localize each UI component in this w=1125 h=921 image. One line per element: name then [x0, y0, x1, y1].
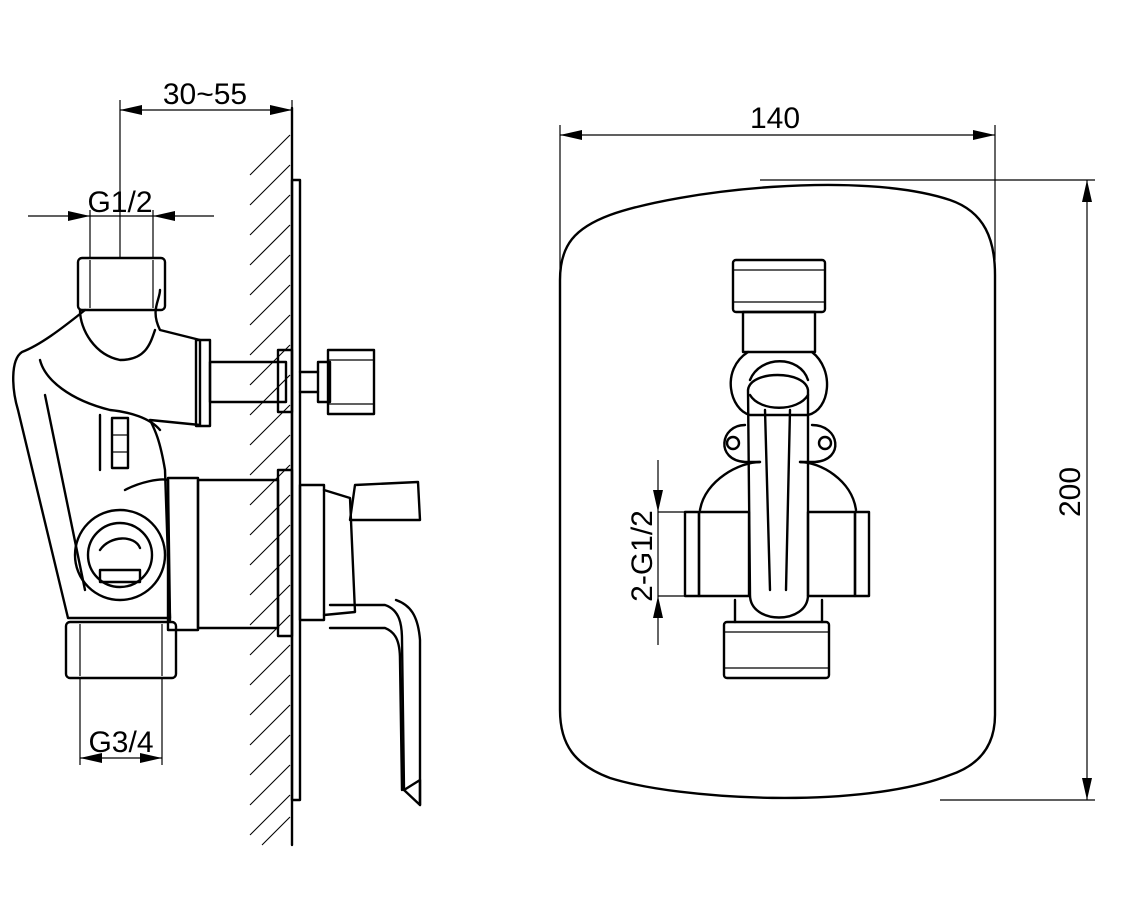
dim-height-label: 200 [1054, 467, 1087, 517]
dim-top-inlet: G1/2 [28, 186, 214, 258]
front-view [558, 183, 997, 800]
left-inlet-port [683, 510, 701, 598]
side-view [12, 106, 422, 847]
top-inlet-nut-side [76, 256, 167, 312]
dim-side-inlets-label: 2-G1/2 [626, 510, 659, 602]
wall-hatching [249, 106, 294, 847]
cover-plate-front [558, 183, 997, 800]
bottom-port-ring [73, 508, 167, 602]
lever-handle-side [348, 480, 422, 522]
dim-width: 140 [559, 102, 996, 280]
mounting-ears [723, 423, 837, 464]
bottom-outlet-nut-side [64, 620, 178, 680]
top-inlet-nut-front [731, 258, 827, 314]
diverter-knob-side [316, 360, 332, 404]
dim-top-inlet-label: G1/2 [87, 186, 152, 219]
dim-wall-depth-label: 30~55 [163, 78, 247, 111]
dim-width-label: 140 [750, 102, 800, 135]
right-inlet-port [853, 510, 871, 598]
dim-height: 200 [760, 179, 1095, 801]
cartridge-side [166, 476, 200, 632]
dim-bottom-outlet: G3/4 [79, 678, 163, 765]
dim-wall-depth: 30~55 [119, 78, 293, 258]
dim-bottom-outlet-label: G3/4 [88, 726, 153, 759]
bottom-outlet-nut-front [722, 620, 831, 680]
lever-handle-front [746, 373, 810, 619]
dim-side-inlets: 2-G1/2 [626, 460, 685, 645]
